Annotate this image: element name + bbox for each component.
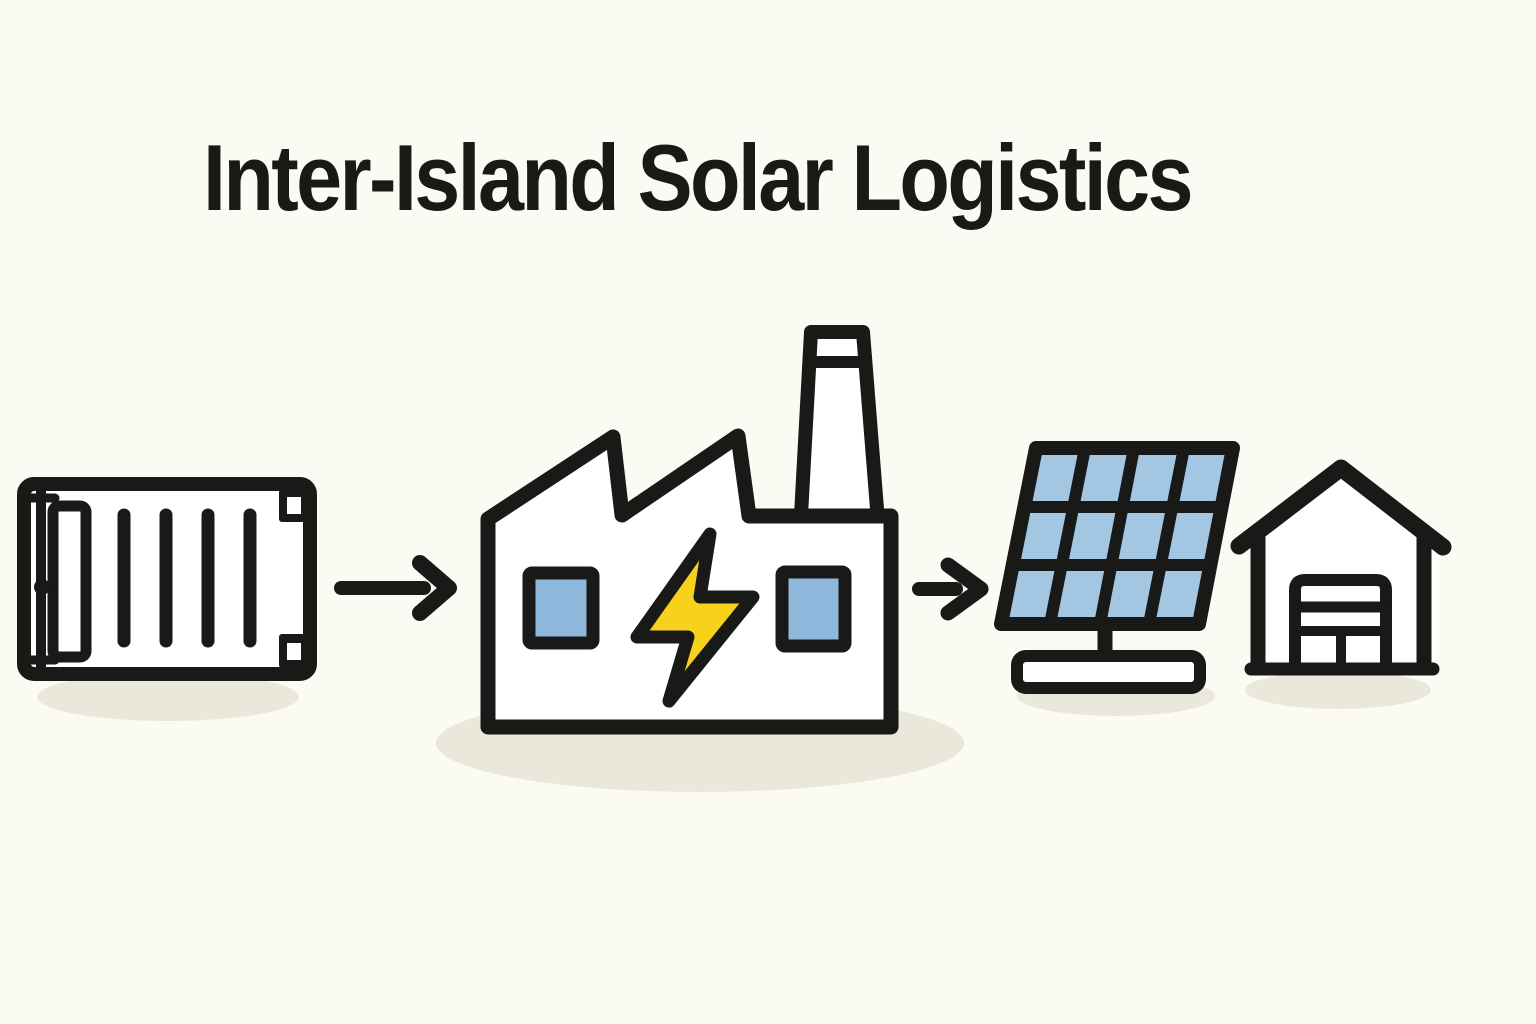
container-corrugation-lines — [117, 508, 257, 648]
container-shadow — [37, 673, 299, 721]
lightning-bolt-icon — [630, 527, 760, 708]
diagram-title: Inter-Island Solar Logistics — [203, 125, 1194, 230]
warehouse-roof — [1230, 459, 1452, 556]
panel-grid-line — [1143, 442, 1190, 630]
container-corner-castings — [279, 489, 310, 668]
factory-window — [775, 565, 852, 653]
corner-casting-hole — [287, 497, 301, 514]
container-door-handle — [34, 579, 50, 595]
panel-grid-line — [1044, 442, 1091, 630]
factory-icon — [480, 325, 899, 735]
panel-base — [1011, 650, 1206, 694]
shipping-container-icon — [17, 477, 317, 681]
factory-window — [522, 566, 600, 650]
panel-grid-line — [1094, 442, 1140, 630]
panel-grid — [1007, 442, 1228, 630]
arrow-right-icon — [334, 555, 457, 621]
arrow-head — [940, 557, 989, 621]
corner-casting-hole — [287, 643, 301, 660]
arrow-head — [412, 555, 457, 621]
arrow-right-icon — [912, 557, 989, 621]
warehouse-shadow — [1245, 671, 1431, 709]
container-door-frame — [47, 500, 92, 663]
solar-panel-icon — [994, 441, 1240, 694]
warehouse-icon — [1230, 459, 1452, 676]
